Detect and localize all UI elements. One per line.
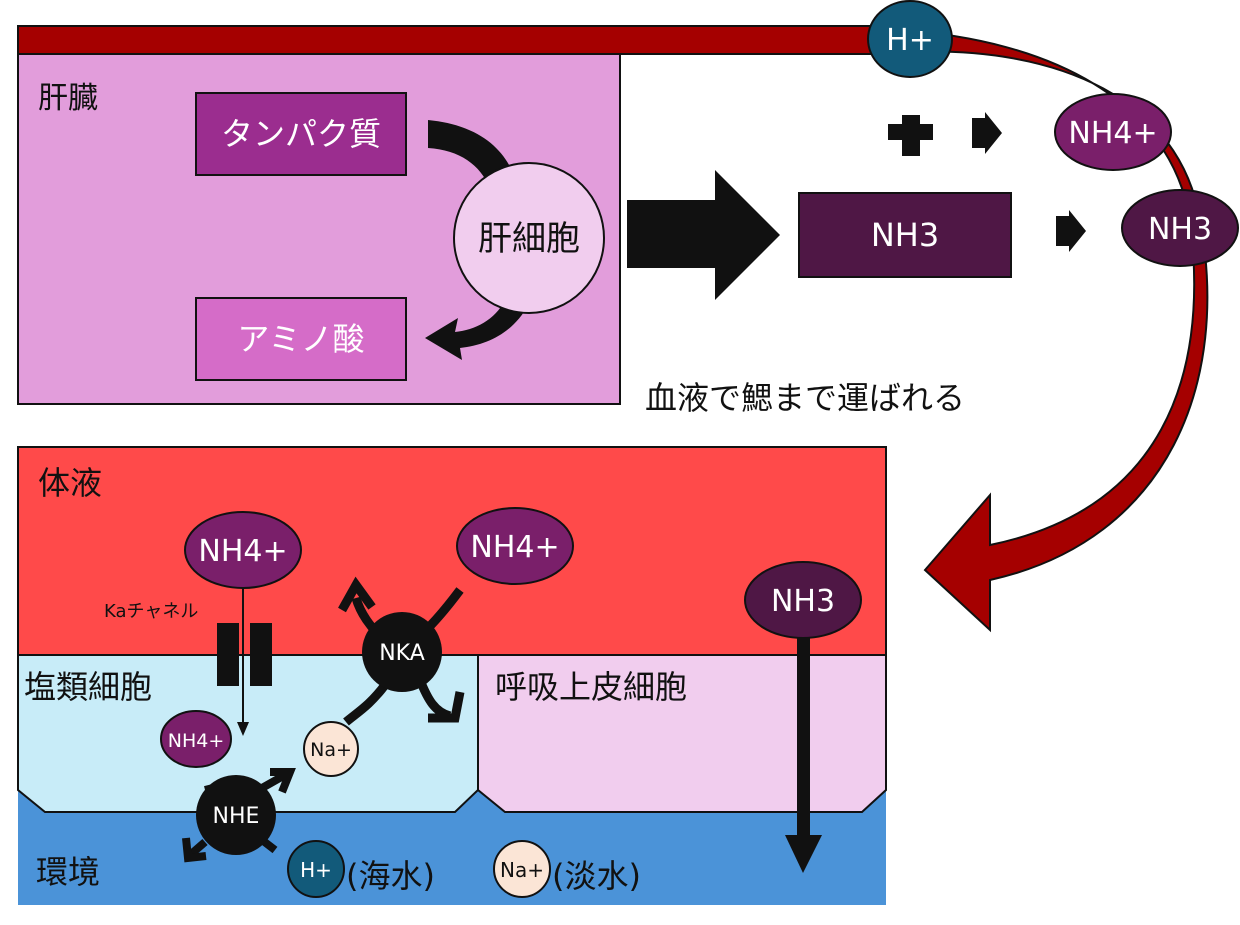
nh3-ion-vessel bbox=[1121, 189, 1239, 267]
nh4-ion-right bbox=[456, 507, 574, 585]
hepatocyte-label: 肝細胞 bbox=[478, 219, 580, 259]
ka-channel-left bbox=[217, 623, 239, 686]
ka-channel-label: Kaチャネル bbox=[104, 601, 198, 622]
amino-acid-box bbox=[195, 297, 407, 381]
liver-label: 肝臓 bbox=[38, 81, 98, 116]
h-ion-vessel-label: H+ bbox=[886, 23, 934, 58]
nka-label: NKA bbox=[379, 641, 425, 666]
na-ion-small bbox=[303, 721, 359, 777]
nhe-label: NHE bbox=[213, 804, 260, 829]
body-fluid-panel bbox=[17, 446, 887, 656]
protein-box bbox=[195, 92, 407, 176]
environment-label: 環境 bbox=[36, 853, 100, 891]
small-arrow-bottom-icon bbox=[1056, 210, 1086, 252]
nh4-ion-vessel bbox=[1054, 93, 1172, 171]
nhe-arrowhead-tr bbox=[270, 768, 296, 794]
blood-transport-caption: 血液で鰓まで運ばれる bbox=[645, 379, 965, 417]
nka-out-arrowhead bbox=[338, 576, 376, 613]
body-fluid-label: 体液 bbox=[38, 464, 102, 502]
respiratory-cell bbox=[477, 654, 887, 813]
nh3-ion-vessel-label: NH3 bbox=[1148, 212, 1212, 247]
nhe-arrowhead-bl bbox=[182, 837, 207, 863]
chloride-cell-label: 塩類細胞 bbox=[24, 668, 152, 706]
h-ion-env-label: H+ bbox=[300, 858, 332, 882]
nh3-box bbox=[798, 192, 1012, 278]
big-right-arrow bbox=[627, 170, 780, 300]
respiratory-cell-label: 呼吸上皮細胞 bbox=[495, 668, 687, 706]
nka-down-arrowhead bbox=[428, 691, 465, 723]
cell-to-amino-arrow bbox=[425, 300, 528, 360]
nh4-flow-arrowhead bbox=[237, 722, 249, 736]
h-ion-env bbox=[287, 840, 345, 898]
nh4-ion-small-label: NH4+ bbox=[168, 730, 225, 752]
nh3-flow-line bbox=[797, 638, 810, 838]
ka-channel-right bbox=[250, 623, 272, 686]
freshwater-label: (淡水) bbox=[552, 857, 641, 895]
nka-pump bbox=[362, 612, 442, 692]
seawater-label: (海水) bbox=[346, 857, 435, 895]
nka-na-arrow bbox=[343, 682, 389, 726]
amino-acid-label: アミノ酸 bbox=[237, 320, 364, 358]
nh3-box-label: NH3 bbox=[871, 216, 939, 254]
nhe-exchanger bbox=[196, 775, 276, 855]
nhe-arrow-bl bbox=[187, 838, 208, 859]
na-ion-env-label: Na+ bbox=[500, 858, 544, 882]
nh4-ion-left-label: NH4+ bbox=[198, 534, 287, 569]
plus-icon bbox=[888, 115, 933, 156]
nhe-arrow-tr bbox=[260, 771, 287, 792]
nh4-ion-right-label: NH4+ bbox=[470, 530, 559, 565]
nh3-flow-arrowhead bbox=[785, 835, 822, 873]
nh4-ion-small bbox=[160, 710, 232, 768]
na-ion-env bbox=[493, 840, 551, 898]
nh3-ion-right-label: NH3 bbox=[771, 584, 835, 619]
h-ion-vessel bbox=[867, 0, 953, 78]
nh4-ion-vessel-label: NH4+ bbox=[1068, 116, 1157, 151]
hepatocyte-circle bbox=[453, 162, 605, 314]
protein-label: タンパク質 bbox=[221, 115, 381, 153]
small-arrow-top-icon bbox=[972, 112, 1002, 154]
blood-vessel-bar bbox=[17, 25, 909, 55]
na-ion-small-label: Na+ bbox=[310, 739, 352, 761]
